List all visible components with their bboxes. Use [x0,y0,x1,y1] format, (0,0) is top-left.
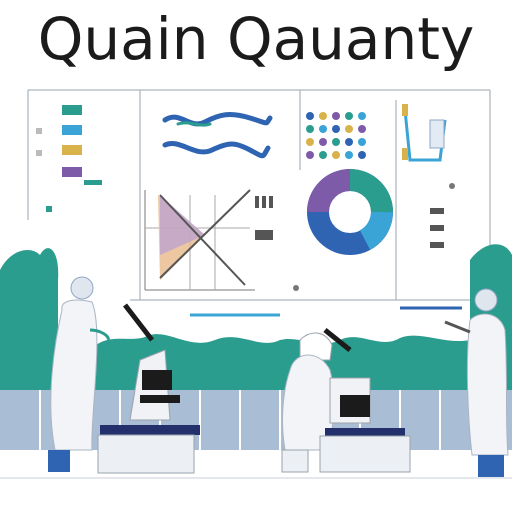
line-chart [144,189,273,291]
microscope-icon-center [319,328,411,473]
dashboard-frame [27,89,491,301]
microscope-icon-left [97,303,200,474]
donut-chart [307,169,393,255]
flow-diagram [402,104,447,162]
page-title: Quain Qauanty [37,5,475,73]
wave-chart [162,112,273,159]
bar-legend [36,105,102,212]
dot-grid [306,112,366,159]
scientist-figure-right [444,288,509,477]
scientist-figure-left [48,276,110,472]
side-widgets [190,183,462,317]
scientist-figure-center [281,332,335,473]
